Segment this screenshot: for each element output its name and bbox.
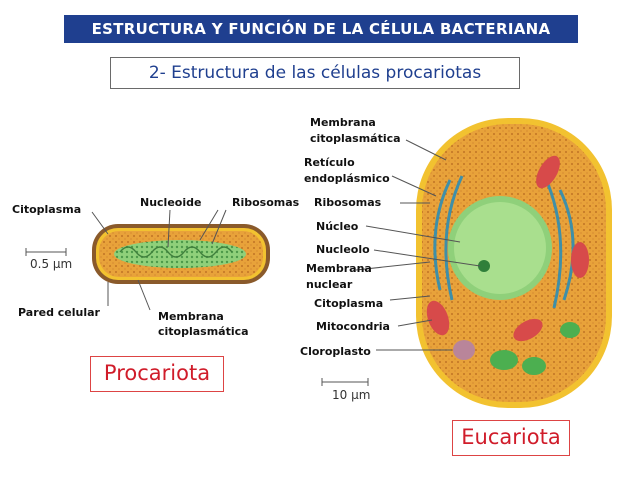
eukaryote-scale-label: 10 μm (332, 388, 371, 402)
label-membrana-2: citoplasmática (158, 325, 249, 338)
chloroplast (522, 357, 546, 375)
label-e-membrana-2: citoplasmática (310, 132, 401, 145)
nucleolus (478, 260, 490, 272)
label-membrana-1: Membrana (158, 310, 224, 323)
label-e-citoplasma: Citoplasma (314, 297, 384, 310)
endoplasmic-reticulum (433, 175, 575, 309)
label-membrana-nuclear-2: nuclear (306, 278, 353, 291)
label-mitocondria: Mitocondria (316, 320, 390, 333)
main-title: ESTRUCTURA Y FUNCIÓN DE LA CÉLULA BACTER… (64, 15, 578, 43)
eukaryote-name: Eucariota (452, 420, 570, 456)
label-nucleo: Núcleo (316, 220, 359, 233)
label-ribosomas: Ribosomas (232, 196, 300, 209)
label-e-membrana-1: Membrana (310, 116, 376, 129)
label-reticulo-2: endoplásmico (304, 172, 390, 185)
nucleus (454, 202, 546, 294)
label-cloroplasto: Cloroplasto (300, 345, 371, 358)
prokaryote-cell (92, 224, 270, 284)
mitochondrion (426, 300, 450, 336)
mitochondrion (536, 155, 560, 189)
prokaryote-name: Procariota (90, 356, 224, 392)
label-nucleolo: Nucleolo (316, 243, 370, 256)
chloroplast (490, 350, 518, 370)
mitochondrion (571, 242, 589, 278)
label-e-ribosomas: Ribosomas (314, 196, 382, 209)
label-pared-celular: Pared celular (18, 306, 100, 319)
mitochondrion (513, 318, 543, 342)
eukaryote-scale-bar (321, 378, 369, 386)
vacuole (453, 340, 475, 360)
label-reticulo-1: Retículo (304, 156, 355, 169)
eukaryote-cell (416, 118, 612, 408)
subtitle: 2- Estructura de las células procariotas (110, 57, 520, 89)
label-membrana-nuclear-1: Membrana (306, 262, 372, 275)
label-nucleoide: Nucleoide (140, 196, 202, 209)
prokaryote-scale-bar (25, 248, 67, 256)
label-citoplasma: Citoplasma (12, 203, 82, 216)
prokaryote-scale-label: 0.5 μm (30, 257, 73, 271)
chloroplast (560, 322, 580, 338)
